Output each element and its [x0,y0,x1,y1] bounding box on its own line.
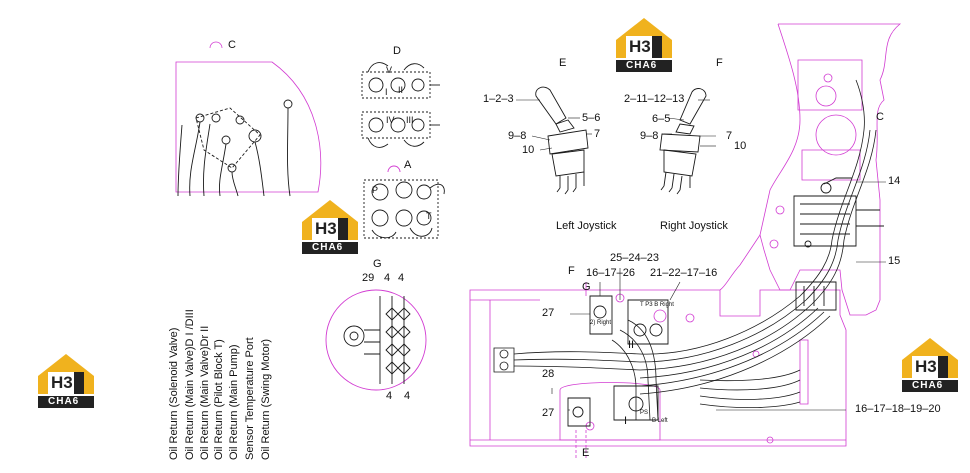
callout-4-c: 4 [386,390,393,402]
left-joy-bottom: 10 [522,144,535,156]
mark-pilot-ii: II [628,339,635,351]
callout-14: 14 [888,175,901,187]
mark-p3: T P3 B Right [640,302,674,308]
legend-item-3: Oil Return (Main Valve)Dr II [199,325,211,460]
pilot-blocks [567,295,669,427]
brand-logo-top: H3 CHA6 [612,14,676,74]
left-joystick-drawing [516,86,592,195]
view-label-e: E [559,57,567,69]
brand-logo-text: CHA6 [626,60,658,71]
mark-t: T [426,211,432,221]
brand-logo-icon [38,354,94,408]
brand-logo-mark: H3 [915,357,937,376]
view-label-a: A [404,159,412,171]
brand-logo-mark: H3 [315,219,337,238]
legend-item-6: Sensor Temperature Port [244,337,256,460]
right-joy-lower-r: 7 [726,130,733,142]
brand-logo-right: H3 CHA6 [898,334,962,394]
mark-ps-left: B Left [652,418,668,424]
mark-roman-i: I [385,87,388,97]
brand-logo-mid: H3 CHA6 [298,196,362,256]
view-c-panel [175,41,322,193]
legend-item-7: Oil Return (Swing Motor) [260,338,272,460]
leader-lines [551,181,886,411]
mark-p: P [372,185,379,195]
view-a-block [363,165,445,239]
view-label-g: G [373,258,382,270]
brand-logo-text: CHA6 [48,396,80,407]
callout-28: 28 [542,368,555,380]
callout-27-lower: 27 [542,407,555,419]
mark-right-tag: 2) Right [590,320,612,326]
mark-pilot-i: I [624,415,628,427]
hose-bundle [493,79,877,421]
view-label-g-bottom: G [582,281,591,293]
upper-structure-outline [469,23,902,458]
callout-15: 15 [888,255,901,267]
mark-roman-iv: IV [386,115,395,125]
right-joy-bottom: 10 [734,140,747,152]
view-label-c: C [228,39,236,51]
right-joystick-drawing [659,88,716,195]
callout-16-17-26: 16–17–26 [586,267,635,279]
mark-roman-iii: III [406,115,414,125]
view-g-detail [325,289,427,391]
brand-logo-icon [902,338,958,392]
brand-logo-icon [616,18,672,72]
right-joy-top: 2–11–12–13 [624,93,685,105]
view-d-valves [361,62,440,148]
left-joy-lower-l: 9–8 [508,130,527,142]
left-joy-mid: 5–6 [582,112,601,124]
view-label-f: F [716,57,723,69]
callout-21-22-17-16: 21–22–17–16 [650,267,718,279]
brand-logo-text: CHA6 [312,242,344,253]
brand-logo-left: H3 CHA6 [34,350,98,410]
right-joystick-title: Right Joystick [660,220,728,232]
left-joy-top: 1–2–3 [483,93,514,105]
mark-ps: PS [640,410,649,416]
mark-roman-ii: II [398,85,404,95]
legend-item-4: Oil Return (Pilot Block T) [213,339,225,460]
brand-logo-mark: H3 [51,373,73,392]
callout-25-24-23: 25–24–23 [610,252,659,264]
legend-item-5: Oil Return (Main Pump) [228,344,240,460]
view-label-c-right: C [876,111,884,123]
left-joy-lower-r: 7 [594,128,601,140]
legend-item-1: Oil Return (Solenoid Valve) [168,327,180,460]
callout-4-b: 4 [398,272,405,284]
right-joy-mid: 6–5 [652,113,671,125]
callout-29: 29 [362,272,375,284]
callout-27-upper: 27 [542,307,555,319]
left-joystick-title: Left Joystick [556,220,617,232]
callout-4-a: 4 [384,272,391,284]
mark-roman-v: V [386,65,393,75]
view-label-f-bottom: F [568,265,575,277]
main-valve-block [793,177,884,311]
right-joy-lower-l: 9–8 [640,130,659,142]
callout-16-20: 16–17–18–19–20 [855,403,941,415]
brand-logo-icon [302,200,358,254]
brand-logo-text: CHA6 [912,380,944,391]
callout-4-d: 4 [404,390,411,402]
brand-logo-mark: H3 [629,37,651,56]
view-label-e-bottom: E [582,447,590,459]
view-label-d: D [393,45,401,57]
view-c-fittings [177,99,293,197]
legend-item-2: Oil Return (Main Valve)D I /DIII [184,309,196,460]
